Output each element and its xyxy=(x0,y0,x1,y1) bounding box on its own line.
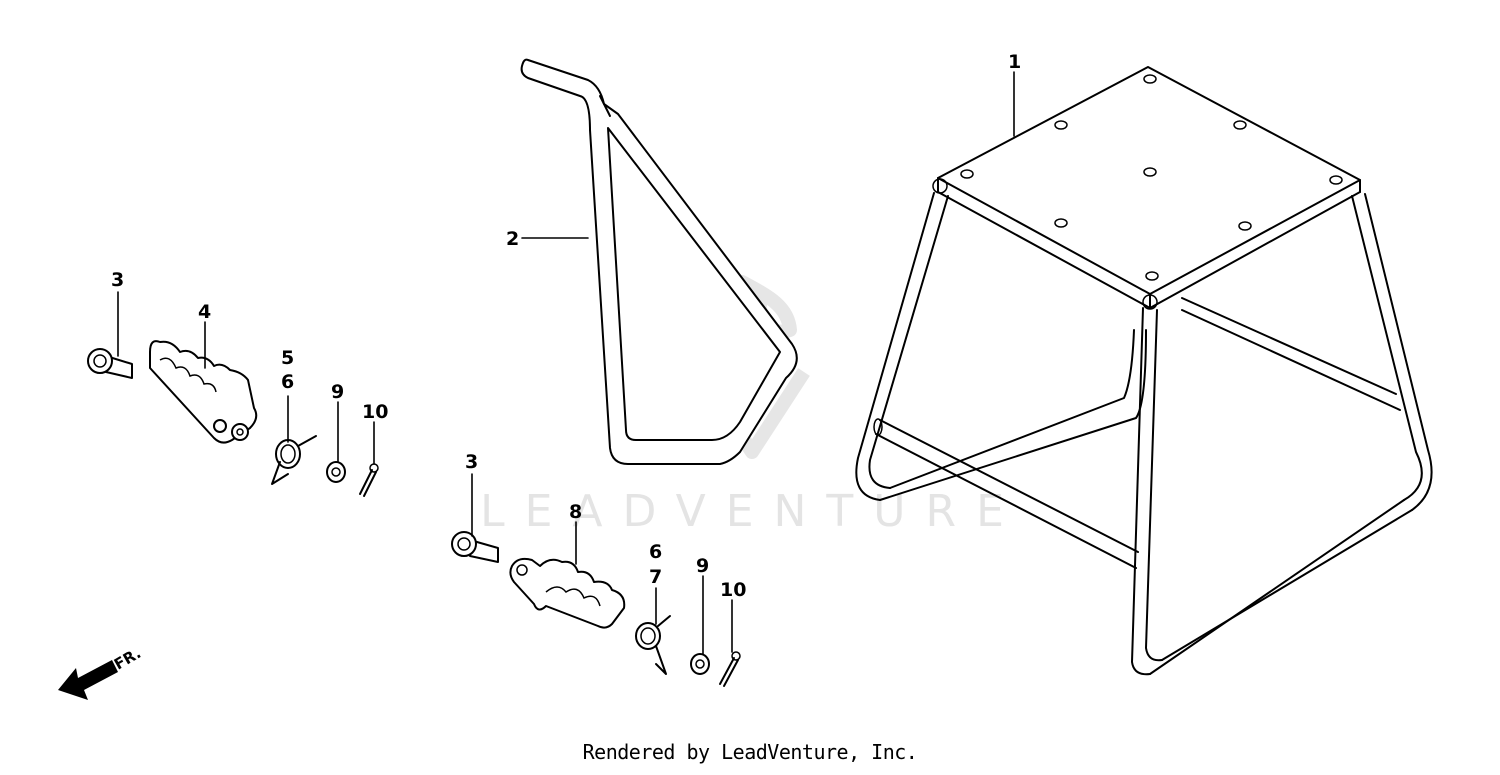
callout-5: 5 xyxy=(281,347,294,369)
render-credit: Rendered by LeadVenture, Inc. xyxy=(582,740,918,764)
callout-6-upper: 6 xyxy=(281,371,294,393)
left-footpeg-assembly xyxy=(87,340,379,497)
right-footpeg-assembly xyxy=(451,531,741,687)
part-9-washer-lower xyxy=(690,653,710,675)
part-6-7-spring-lower xyxy=(635,615,671,675)
callout-9-upper: 9 xyxy=(331,381,344,403)
callout-10-lower: 10 xyxy=(720,579,746,601)
part-9-washer-upper xyxy=(326,461,346,483)
mounting-holes xyxy=(960,74,1343,281)
part-4-footpeg-left xyxy=(149,340,258,444)
callout-6-lower: 6 xyxy=(649,541,662,563)
part-5-6-spring-upper xyxy=(271,435,317,485)
callout-labels: 1 2 3 4 5 6 9 10 3 8 6 7 9 10 xyxy=(111,51,1021,601)
callout-9-lower: 9 xyxy=(696,555,709,577)
leader-lines xyxy=(117,71,1015,655)
callout-2: 2 xyxy=(506,228,519,250)
watermark-text: LEADVENTURE xyxy=(480,486,1024,537)
part-10-cotter-pin-lower xyxy=(719,651,741,687)
part-1-stand xyxy=(855,66,1433,676)
callout-3-lower: 3 xyxy=(465,451,478,473)
front-direction-indicator: FR. xyxy=(58,644,144,700)
callout-8: 8 xyxy=(569,501,582,523)
callout-3-upper: 3 xyxy=(111,269,124,291)
part-2-kick-stand xyxy=(520,58,798,465)
part-3-pin-upper xyxy=(87,348,133,379)
part-3-pin-lower xyxy=(451,531,499,563)
part-8-footpeg-right xyxy=(509,557,626,629)
callout-1: 1 xyxy=(1008,51,1021,73)
part-10-cotter-pin-upper xyxy=(359,463,379,497)
arrow-left-down-icon xyxy=(58,660,118,700)
callout-7: 7 xyxy=(649,566,662,588)
callout-10-upper: 10 xyxy=(362,401,388,423)
callout-4: 4 xyxy=(198,301,211,323)
